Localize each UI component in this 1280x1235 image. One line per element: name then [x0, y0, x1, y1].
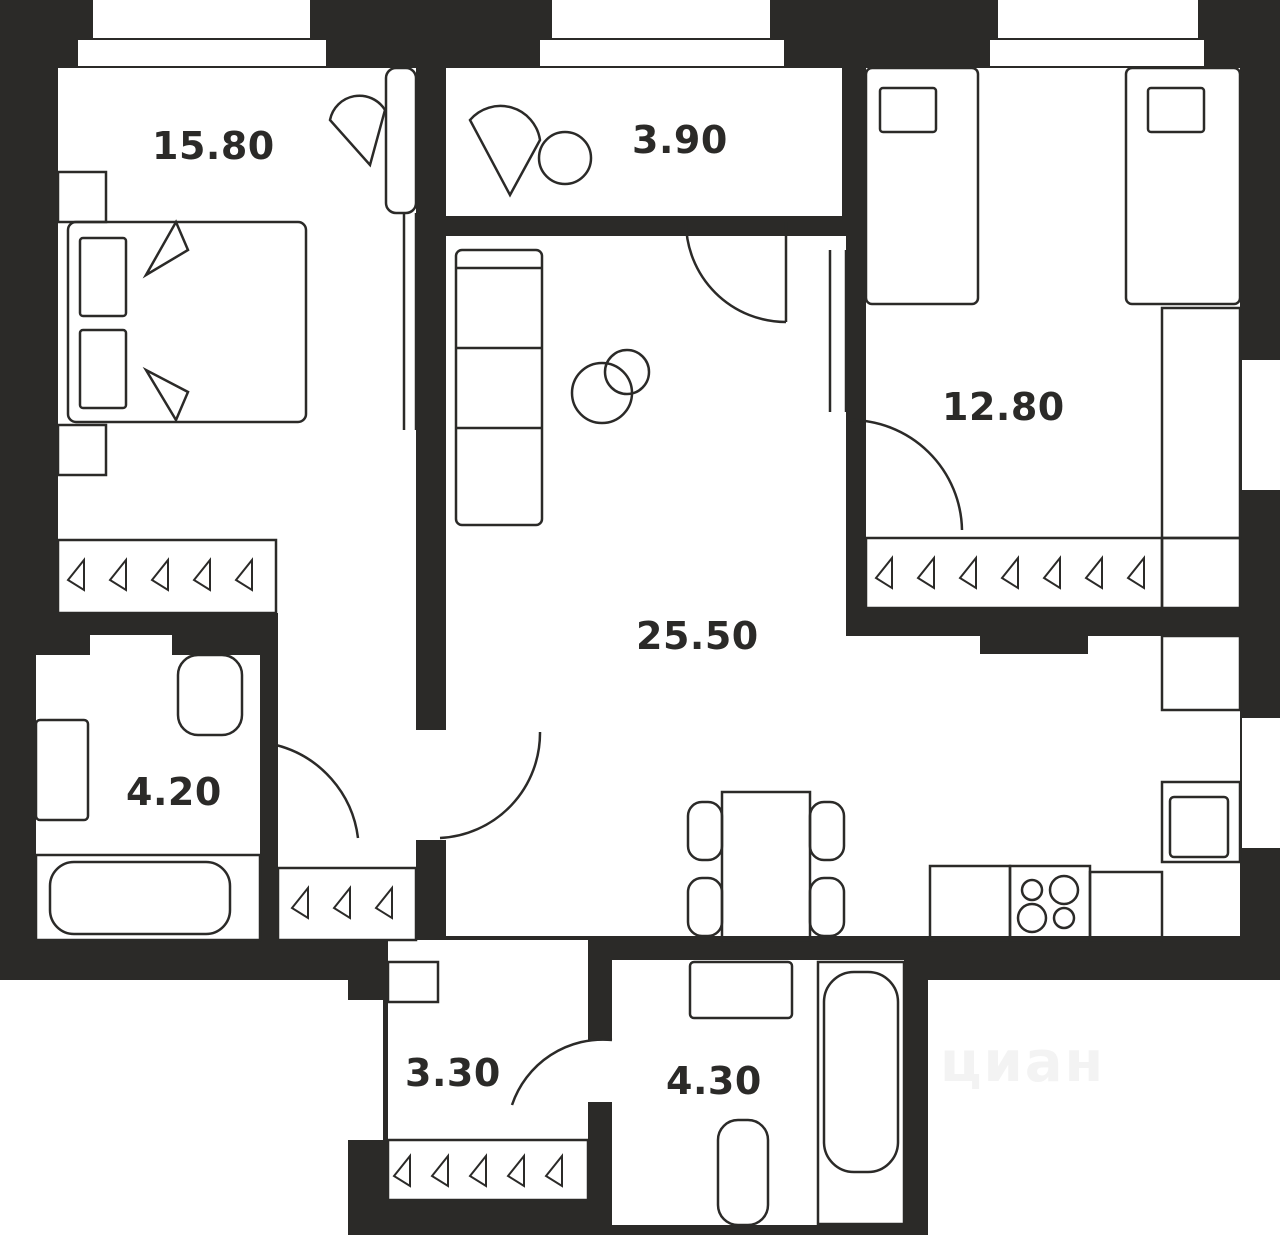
area-bathroom-2: 4.30 — [666, 1059, 762, 1103]
furniture — [34, 66, 1242, 1227]
area-loggia: 3.90 — [632, 118, 728, 162]
area-hallway: 3.30 — [405, 1051, 501, 1095]
area-living-kitchen: 25.50 — [636, 614, 759, 658]
area-bathroom-1: 4.20 — [126, 770, 222, 814]
floor-areas — [36, 0, 1280, 1225]
area-bedroom-2: 12.80 — [942, 385, 1065, 429]
hangers — [66, 555, 1145, 1188]
area-bedroom-1: 15.80 — [152, 124, 275, 168]
watermark-logo: циан — [940, 1030, 1106, 1095]
